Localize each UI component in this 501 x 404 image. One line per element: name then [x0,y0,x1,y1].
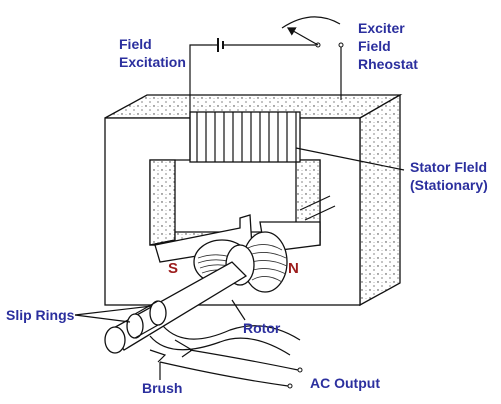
rotor-assembly [104,195,336,389]
ac-output-label: AC Output [310,375,380,391]
stator-label: Stator Fleld [410,159,487,175]
field-excitation-label: Excitation [119,54,186,70]
rheostat-icon [281,16,344,48]
slip-rings [126,300,167,339]
rotor-label: Rotor [243,320,281,336]
stator-label: (Stationary) [410,177,488,193]
exciter-label: Field [358,38,391,54]
slip-rings-label: Slip Rings [6,307,75,323]
battery-icon [212,38,318,52]
stator-frame [104,93,403,307]
exciter-label: Rheostat [358,56,418,72]
brush-label: Brush [142,380,182,396]
excitation-circuit [189,16,344,160]
pointer-lines [74,147,405,380]
field-excitation-label: Field [119,36,152,52]
pole-s-label: S [168,260,178,277]
brush [149,325,303,389]
exciter-label: Exciter [358,20,405,36]
field-coil [189,111,301,163]
pole-n-label: N [288,260,299,277]
